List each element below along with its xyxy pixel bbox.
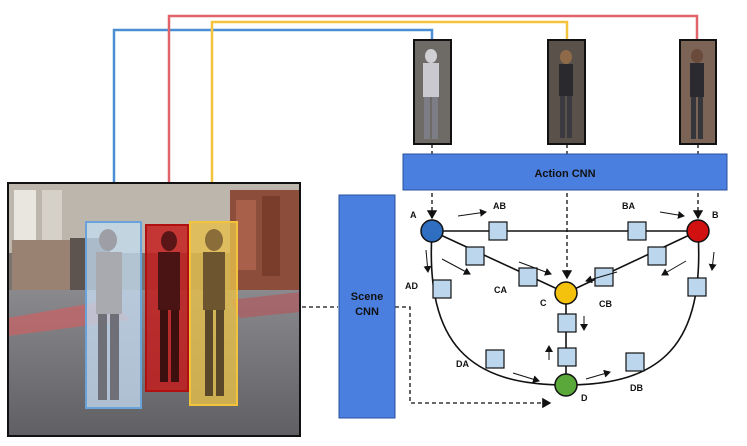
scene-cnn-label-line2: CNN [355,306,379,318]
node-a [420,219,444,243]
node-label-b: B [712,210,719,220]
person-crop-red [679,39,717,145]
message-box-cd1 [557,313,577,333]
message-label-cb: CB [599,299,612,309]
message-label-ba: BA [622,201,635,211]
person-crop-blue [413,39,452,145]
crop-connector-lines [112,14,699,228]
message-box-ba [627,221,647,241]
person-box-yellow [189,221,238,406]
node-c [554,281,578,305]
message-box-ca1 [465,246,485,266]
connector-yellow [210,20,569,186]
action-cnn-block: Action CNN [402,153,728,191]
node-label-d: D [581,393,588,403]
node-d [554,373,578,397]
message-box-cb1 [647,246,667,266]
action-cnn-label: Action CNN [534,168,595,180]
message-box-ab [488,221,508,241]
node-label-a: A [410,210,417,220]
connector-blue [112,28,434,186]
person-crop-yellow [547,39,586,145]
message-label-da: DA [456,359,469,369]
scene-cnn-label-line1: Scene [351,291,383,303]
message-boxes [432,221,707,372]
message-box-cd2 [557,347,577,367]
graph-nodes [420,219,710,397]
node-label-c: C [540,298,547,308]
message-box-db [625,352,645,372]
message-box-ad [432,279,452,299]
person-crops [413,39,717,145]
person-boxes [85,221,238,409]
message-box-ca2 [518,267,538,287]
message-label-ca: CA [494,285,507,295]
message-box-cb2 [594,267,614,287]
scene-cnn-block: Scene CNN [338,194,396,419]
node-b [686,219,710,243]
connector-red [167,14,699,228]
arrow-icon [423,208,717,384]
message-box-bd [687,277,707,297]
message-box-da [485,349,505,369]
graph-labels: A B C D AB BA AD CA CB DA DB [405,201,719,403]
message-label-db: DB [630,383,643,393]
message-label-ad: AD [405,281,418,291]
message-label-ab: AB [493,201,506,211]
